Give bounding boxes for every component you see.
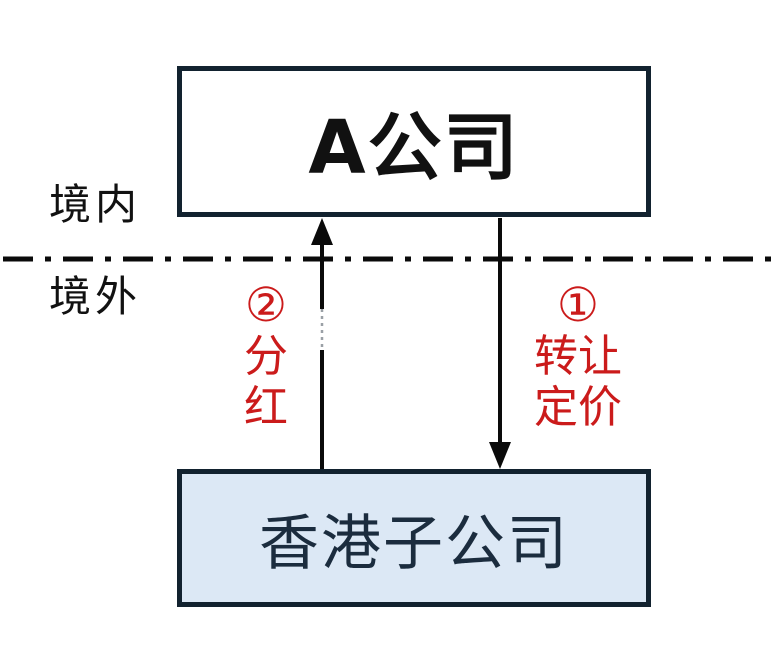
down-arrow-head [489,442,511,469]
company-a-box: A公司 [177,66,651,217]
transfer-pricing-flow-number: ① [556,278,600,333]
dividend-label-line2: 红 [244,382,288,433]
company-a-label: A公司 [308,105,520,191]
transfer-pricing-label-line2: 定价 [534,382,622,433]
hk-subsidiary-label: 香港子公司 [259,508,569,579]
region-label-overseas: 境外 [48,272,141,321]
up-arrow-head [311,218,333,245]
dividend-label-line1: 分 [244,331,288,382]
hk-subsidiary-box: 香港子公司 [177,469,651,607]
annotation-transfer-pricing-flow: ① 转让 定价 [528,280,628,433]
region-label-domestic: 境内 [48,180,141,229]
transfer-pricing-label-line1: 转让 [534,331,622,382]
dividend-flow-number: ② [244,278,288,333]
annotation-dividend-flow: ② 分 红 [226,280,306,433]
